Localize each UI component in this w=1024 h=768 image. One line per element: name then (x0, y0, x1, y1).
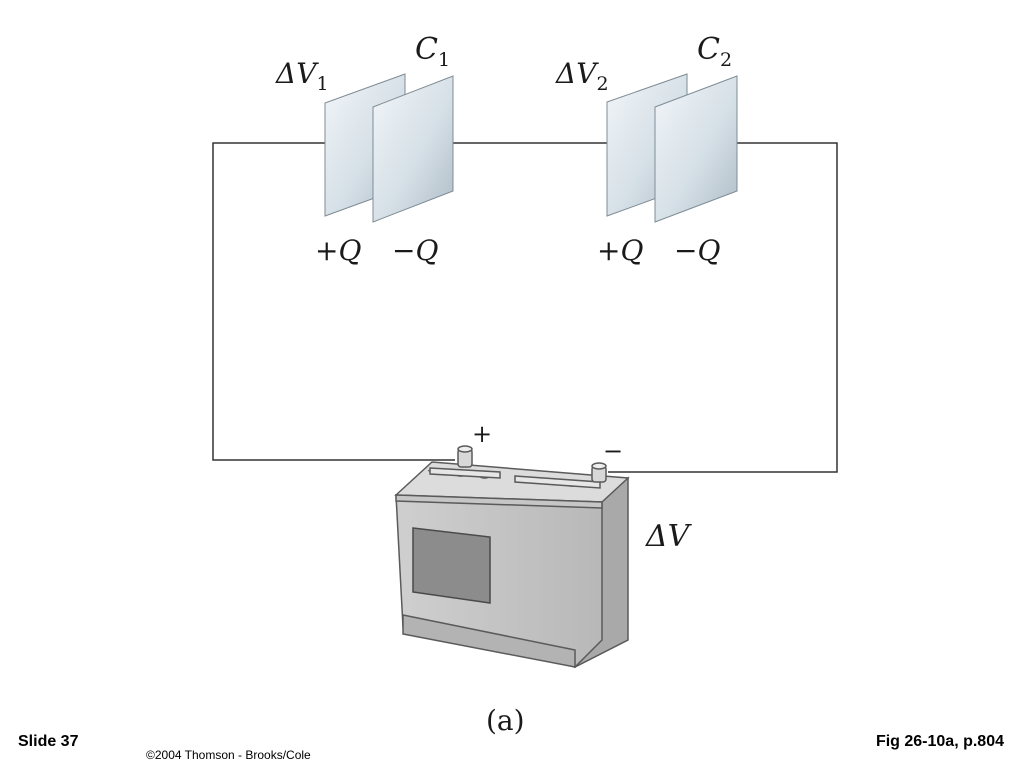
battery-base-rim (402, 614, 576, 668)
circuit-wires (212, 142, 838, 473)
capacitor-1-label: C1 (415, 32, 450, 71)
capacitor-1-minus-charge: −Q (392, 234, 438, 267)
slide-number: Slide 37 (18, 733, 79, 750)
capacitor-2-negative-plate (654, 75, 738, 223)
capacitor-1: C1 ΔV1 +Q −Q (275, 32, 454, 267)
battery-positive-terminal (457, 445, 473, 468)
battery-voltage-label: ΔV (645, 519, 693, 554)
wire-right (608, 142, 838, 473)
battery-positive-bar (429, 467, 501, 479)
battery-top-lip (395, 494, 603, 509)
figure-reference: Fig 26-10a, p.804 (875, 733, 1004, 750)
battery-negative-terminal (591, 462, 607, 483)
capacitor-1-plus-charge: +Q (315, 234, 361, 267)
battery-label-panel (412, 527, 491, 604)
capacitor-1-voltage-label: ΔV1 (275, 57, 329, 95)
battery-plus-label: + (472, 420, 492, 448)
capacitor-2: C2 ΔV2 +Q −Q (555, 32, 738, 267)
battery-minus-label: − (603, 437, 623, 465)
wire-left (212, 142, 455, 461)
capacitor-2-label: C2 (697, 32, 732, 71)
capacitor-2-minus-charge: −Q (674, 234, 720, 267)
capacitor-2-voltage-label: ΔV2 (555, 57, 609, 95)
capacitor-1-negative-plate (372, 75, 454, 223)
battery (394, 445, 630, 669)
capacitor-2-plus-charge: +Q (597, 234, 643, 267)
copyright-notice: ©2004 Thomson - Brooks/Cole (146, 748, 311, 762)
battery-negative-bar (514, 475, 601, 489)
figure-caption: (a) (486, 704, 525, 737)
